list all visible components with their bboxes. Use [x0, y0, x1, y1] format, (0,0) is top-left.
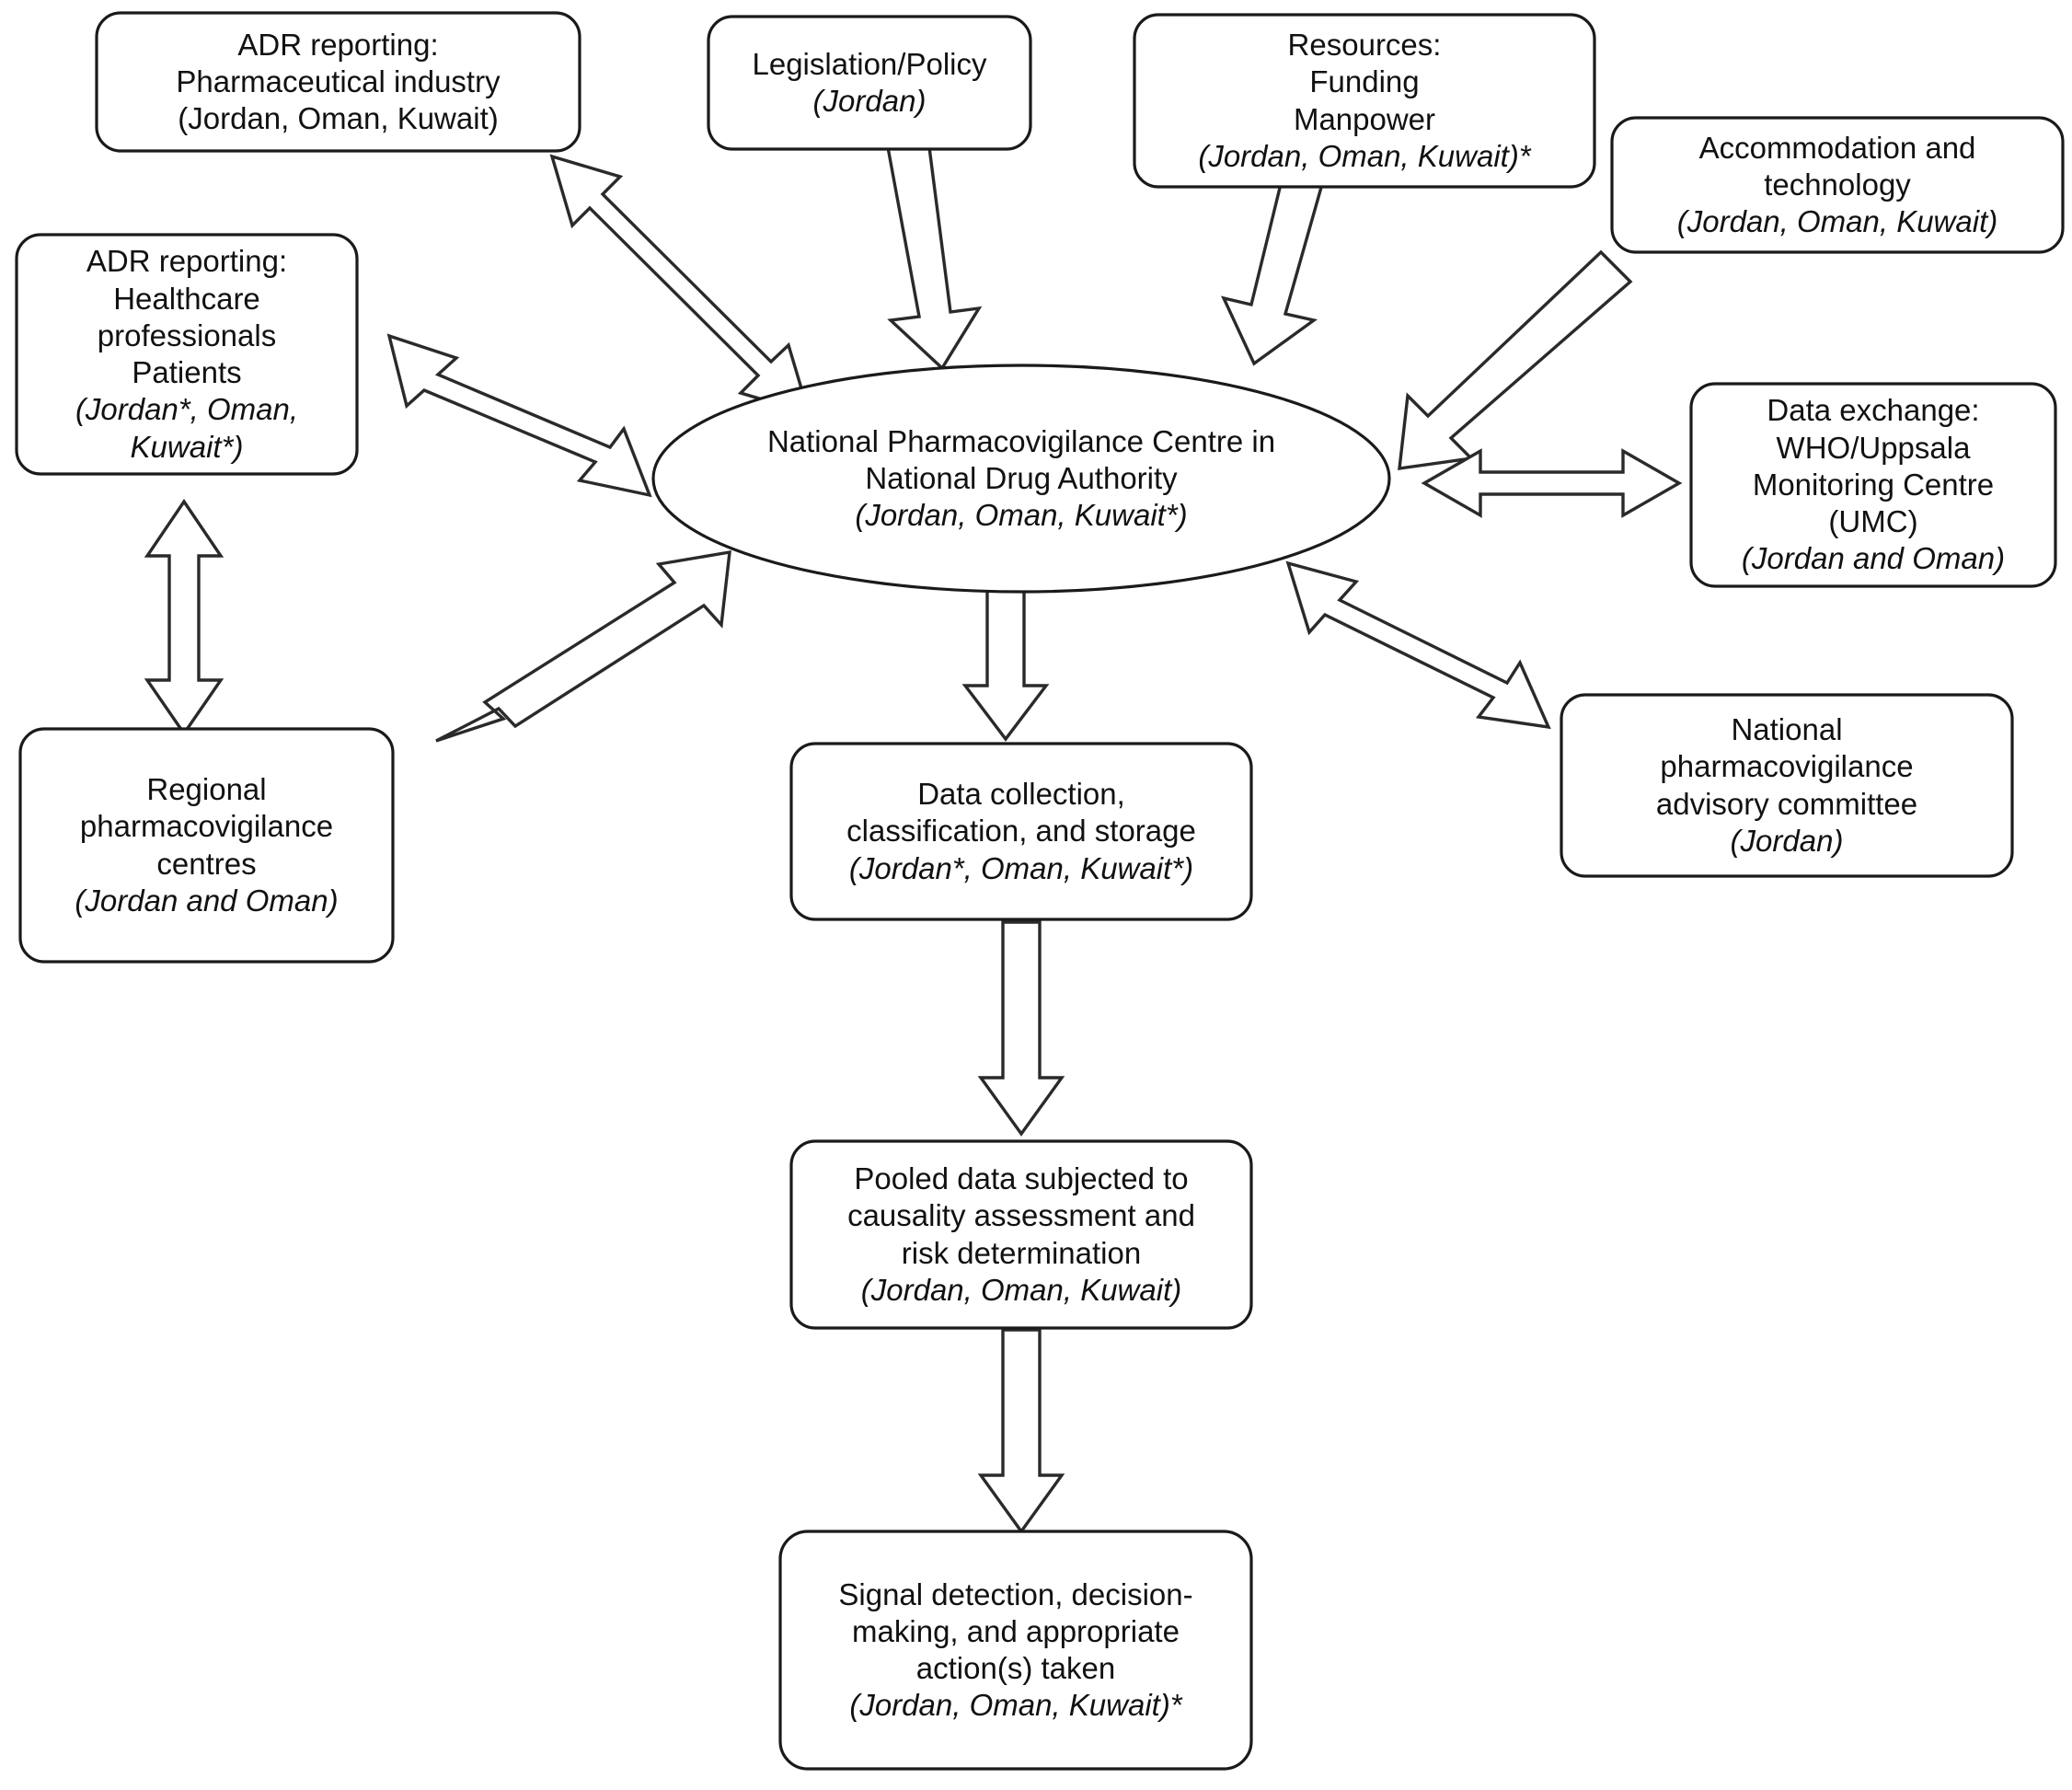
arrow-regional-to-centre: [435, 549, 731, 743]
node-resources-funding-manpower[interactable]: [1133, 13, 1596, 189]
node-regional-pharmacovigilance-centres[interactable]: [18, 727, 395, 964]
arrow-healthcare-to-regional: [144, 498, 224, 736]
arrow-centre-to-data-exchange: [1421, 448, 1683, 518]
arrow-centre-to-advisory: [1285, 560, 1551, 730]
node-signal-detection-decision-making[interactable]: [778, 1530, 1253, 1771]
node-pooled-data-causality-assessment[interactable]: [789, 1139, 1253, 1330]
arrow-legislation-to-centre: [885, 145, 983, 371]
node-data-exchange-who-uppsala-monitoring-centre[interactable]: [1689, 382, 2057, 588]
arrow-industry-to-centre: [549, 154, 812, 416]
arrow-accommodation-to-centre: [1398, 249, 1633, 470]
node-national-pharmacovigilance-centre[interactable]: [651, 364, 1391, 594]
node-data-collection-classification-storage[interactable]: [789, 742, 1253, 921]
arrow-pooled-to-signal: [977, 1328, 1065, 1534]
node-accommodation-and-technology[interactable]: [1610, 116, 2065, 254]
node-national-pharmacovigilance-advisory-committee[interactable]: [1560, 693, 2014, 878]
arrow-resources-to-centre: [1220, 182, 1325, 366]
arrow-data-collection-to-pooled: [977, 920, 1065, 1137]
arrow-centre-to-data-collection: [961, 578, 1050, 742]
node-adr-reporting-healthcare-professionals-patients[interactable]: [15, 233, 359, 476]
node-legislation-policy[interactable]: [707, 15, 1032, 151]
arrow-healthcare-to-centre: [386, 333, 652, 498]
node-adr-reporting-pharmaceutical-industry[interactable]: [95, 11, 581, 153]
